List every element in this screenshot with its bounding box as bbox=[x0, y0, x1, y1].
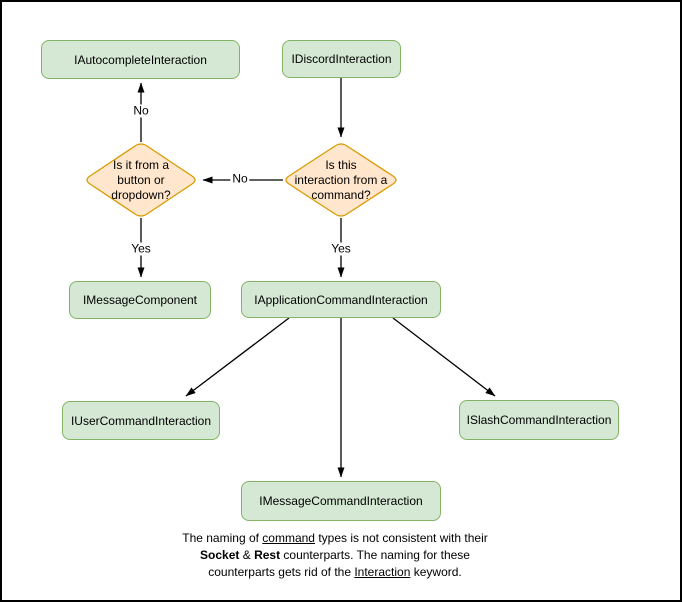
note-segment: & bbox=[239, 548, 255, 562]
note-segment: Rest bbox=[254, 548, 281, 562]
note-segment: Interaction bbox=[354, 565, 411, 579]
note-segment: counterparts gets rid of the bbox=[208, 565, 355, 579]
note-segment: The naming of bbox=[182, 531, 263, 545]
node-autocomplete-interaction: IAutocompleteInteraction bbox=[41, 40, 240, 79]
node-discord-interaction: IDiscordInteraction bbox=[282, 40, 401, 78]
note-line: counterparts gets rid of the Interaction… bbox=[96, 564, 574, 581]
node-label: IMessageComponent bbox=[82, 293, 198, 307]
note-segment: types is not consistent with their bbox=[314, 531, 488, 545]
node-message-component: IMessageComponent bbox=[69, 281, 211, 319]
node-message-command-interaction: IMessageCommandInteraction bbox=[241, 481, 441, 521]
decision-from-command-shape bbox=[285, 143, 397, 217]
note-segment: command bbox=[262, 531, 315, 545]
note-segment: keyword. bbox=[410, 565, 462, 579]
decision-button-dropdown-label: Is it from a button or dropdown? bbox=[111, 157, 171, 202]
edge-label-yes: Yes bbox=[329, 241, 353, 256]
edge-label-yes: Yes bbox=[129, 241, 153, 256]
note-line: Socket & Rest counterparts. The naming f… bbox=[96, 547, 574, 564]
node-application-command-interaction: IApplicationCommandInteraction bbox=[241, 281, 441, 318]
decision-button-dropdown-shape bbox=[86, 143, 196, 217]
node-label: IAutocompleteInteraction bbox=[74, 52, 207, 67]
note-line: The naming of command types is not consi… bbox=[96, 530, 574, 547]
node-user-command-interaction: IUserCommandInteraction bbox=[62, 401, 220, 440]
decision-from-command-label: Is this interaction from a command? bbox=[294, 157, 388, 202]
node-label: IMessageCommandInteraction bbox=[259, 494, 423, 508]
edge-label-no: No bbox=[131, 103, 151, 118]
edge-application-command-to-slash-command bbox=[392, 317, 496, 397]
note-segment: Socket bbox=[200, 548, 240, 562]
node-label: IApplicationCommandInteraction bbox=[254, 292, 428, 307]
node-slash-command-interaction: ISlashCommandInteraction bbox=[459, 400, 619, 440]
note-text: The naming of command types is not consi… bbox=[96, 530, 574, 581]
node-label: IUserCommandInteraction bbox=[70, 413, 212, 428]
edge-label-no: No bbox=[230, 171, 250, 186]
edge-application-command-to-user-command bbox=[185, 317, 290, 397]
note-segment: counterparts. The naming for these bbox=[280, 548, 470, 562]
node-label: ISlashCommandInteraction bbox=[466, 413, 612, 427]
node-label: IDiscordInteraction bbox=[291, 52, 392, 66]
